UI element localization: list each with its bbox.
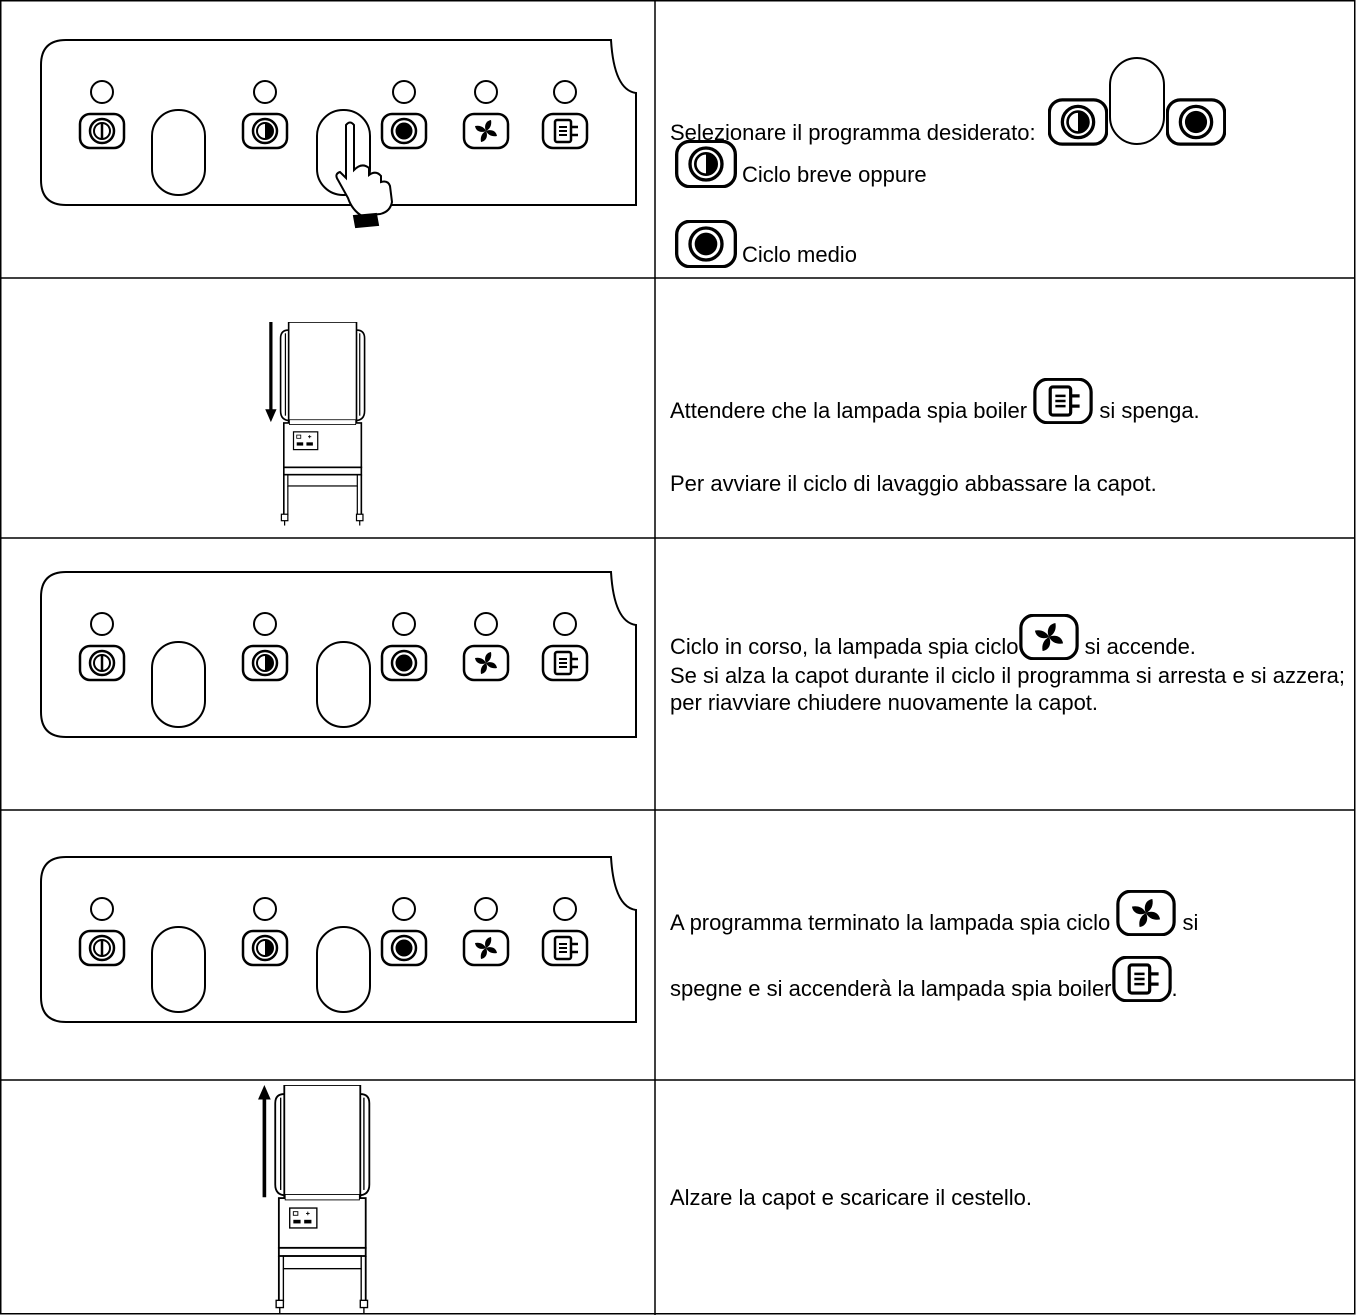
cycle-running-rest: Se si alza la capot durante il ciclo il …: [670, 663, 1345, 715]
control-panel-illustration: [36, 30, 646, 229]
boiler-icon: [1033, 378, 1093, 424]
wait-boiler-after: si spenga.: [1099, 398, 1200, 423]
dishwasher-raise-hood-illustration: [258, 1085, 371, 1313]
arrow-down-icon: [265, 322, 277, 423]
full-circle-icon: [1165, 98, 1226, 146]
short-cycle-label: Ciclo breve oppure: [742, 162, 927, 187]
pointing-hand-icon: [335, 121, 394, 229]
cycle-running-before: Ciclo in corso, la lampada spia ciclo: [670, 634, 1019, 659]
select-program-text: Selezionare il programma desiderato:: [670, 56, 1340, 146]
select-program-instruction: Selezionare il programma desiderato:: [670, 120, 1036, 145]
wait-boiler-text: Attendere che la lampada spia boiler si …: [670, 378, 1350, 424]
start-cycle-text: Per avviare il ciclo di lavaggio abbassa…: [670, 471, 1157, 496]
raise-hood-text: Alzare la capot e scaricare il cestello.: [670, 1185, 1032, 1210]
control-panel-illustration: [36, 847, 646, 1047]
boiler-icon: [1111, 956, 1172, 1002]
program-ended-after: spegne e si accenderà la lampada spia bo…: [670, 976, 1112, 1001]
fan-icon: [1018, 614, 1079, 660]
program-ended-period: .: [1171, 976, 1178, 1001]
dishwasher-lower-hood-illustration: [265, 322, 366, 527]
fan-icon: [1116, 890, 1177, 936]
cycle-running-after: si accende.: [1084, 634, 1196, 659]
half-circle-icon: [670, 140, 742, 188]
program-ended-before: A programma terminato la lampada spia ci…: [670, 910, 1111, 935]
oval-button-icon: [1108, 56, 1166, 146]
program-ended-mid: si: [1182, 910, 1199, 935]
wait-boiler-before: Attendere che la lampada spia boiler: [670, 398, 1028, 423]
full-circle-icon: [670, 220, 742, 268]
arrow-up-icon: [258, 1085, 271, 1198]
control-panel-illustration: [36, 562, 646, 762]
program-ended-line2: spegne e si accenderà la lampada spia bo…: [670, 956, 1350, 1002]
half-circle-icon: [1047, 98, 1108, 146]
medium-cycle-label: Ciclo medio: [742, 242, 857, 267]
cycle-running-text: Ciclo in corso, la lampada spia ciclo si…: [670, 614, 1350, 660]
short-cycle-option: Ciclo breve oppure: [670, 140, 1350, 188]
medium-cycle-option: Ciclo medio: [670, 220, 1350, 268]
program-ended-line1: A programma terminato la lampada spia ci…: [670, 890, 1350, 936]
